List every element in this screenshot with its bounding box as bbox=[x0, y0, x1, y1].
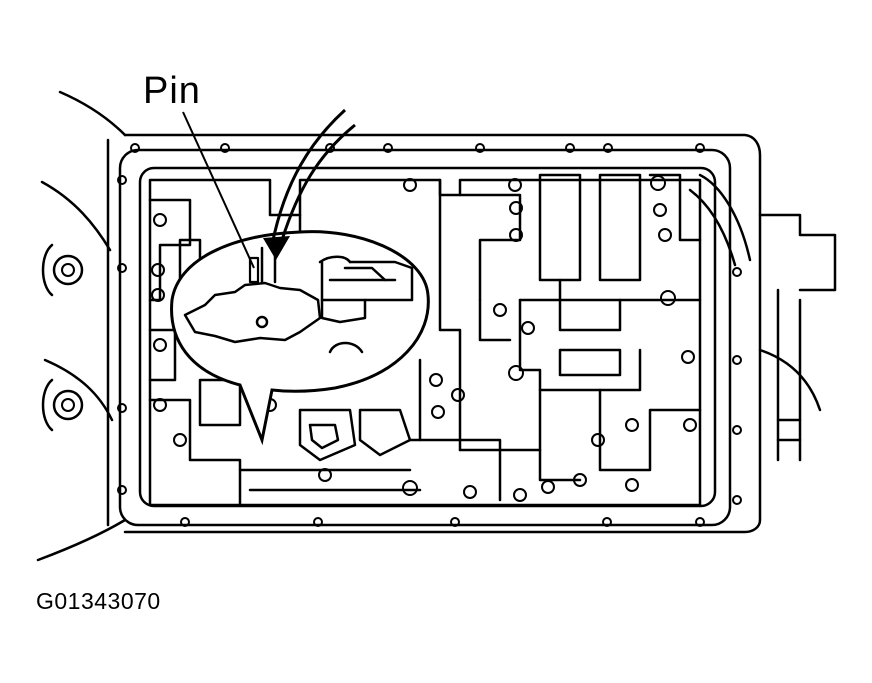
valve-body-ports bbox=[151, 175, 697, 502]
pin-leader-line bbox=[182, 111, 255, 269]
magnified-callout bbox=[170, 230, 430, 446]
transmission-case bbox=[36, 90, 762, 562]
flange-bolt-holes bbox=[117, 143, 742, 527]
pin-label: Pin bbox=[143, 70, 201, 112]
direction-arrow bbox=[263, 108, 356, 260]
case-extension bbox=[688, 173, 837, 462]
valve-body bbox=[148, 173, 702, 507]
figure-id: G01343070 bbox=[36, 588, 161, 614]
